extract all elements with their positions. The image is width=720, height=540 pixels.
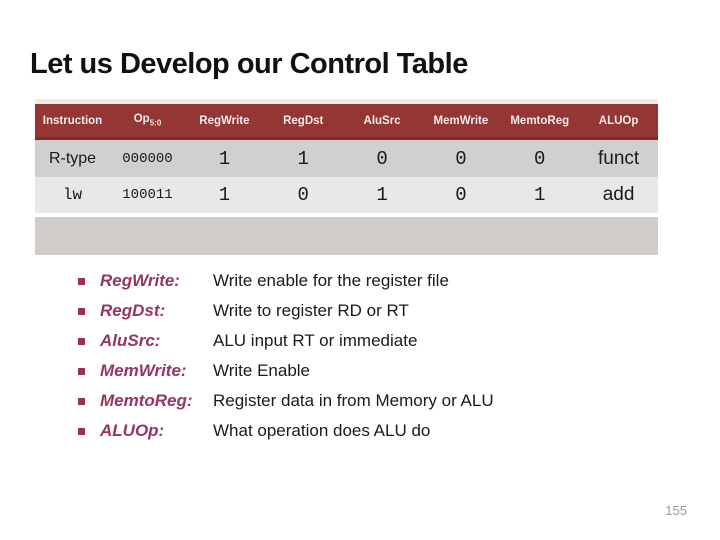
square-bullet-icon [78, 337, 85, 345]
header-instruction: Instruction [42, 114, 103, 127]
rtype-regdst: 1 [297, 147, 309, 170]
table-header-row: Instruction Op5:0 RegWrite RegDst AluSrc… [35, 104, 658, 140]
square-bullet-icon [78, 427, 85, 435]
list-item: RegWrite: Write enable for the register … [78, 266, 494, 296]
header-regwrite: RegWrite [199, 114, 250, 127]
table-row-gap [35, 213, 658, 217]
lw-regwrite: 1 [218, 184, 231, 206]
slide-title: Let us Develop our Control Table [30, 48, 468, 80]
legend-term: MemtoReg: [100, 391, 193, 410]
legend-definition: What operation does ALU do [213, 421, 431, 440]
legend-definition: Register data in from Memory or ALU [213, 391, 494, 410]
table-row-lw: lw 100011 1 0 1 0 1 add [35, 177, 658, 213]
lw-aluop: add [602, 184, 635, 205]
rtype-aluop: funct [597, 147, 640, 169]
lw-memwrite: 0 [455, 184, 467, 206]
legend-definition: Write to register RD or RT [213, 301, 409, 320]
legend-term: RegWrite: [100, 271, 180, 290]
legend-definition: Write enable for the register file [213, 271, 449, 290]
legend-definition: Write Enable [213, 361, 311, 380]
rtype-alusrc: 0 [376, 147, 388, 170]
header-memwrite: MemWrite [433, 114, 489, 127]
header-memtoreg: MemtoReg [510, 114, 570, 127]
square-bullet-icon [78, 307, 85, 315]
lw-opcode: 100011 [122, 187, 173, 203]
rtype-opcode: 000000 [122, 150, 173, 167]
square-bullet-icon [78, 397, 85, 405]
table-top-strip [35, 99, 658, 104]
list-item: ALUOp: What operation does ALU do [78, 416, 494, 446]
square-bullet-icon [78, 277, 85, 285]
header-aluop: ALUOp [598, 114, 639, 127]
lw-instruction: lw [62, 186, 83, 204]
rtype-regwrite: 1 [218, 147, 231, 170]
rtype-memwrite: 0 [455, 147, 467, 170]
list-item: MemWrite: Write Enable [78, 356, 494, 386]
page-number: 155 [665, 503, 687, 518]
legend-term: AluSrc: [100, 331, 161, 350]
list-item: MemtoReg: Register data in from Memory o… [78, 386, 494, 416]
list-item: AluSrc: ALU input RT or immediate [78, 326, 494, 356]
header-opcode: Op5:0 [133, 113, 162, 128]
legend-term: MemWrite: [100, 361, 187, 380]
table-row-rtype: R-type 000000 1 1 0 0 0 funct [35, 140, 658, 177]
lw-memtoreg: 1 [534, 184, 546, 206]
header-regdst: RegDst [283, 114, 324, 127]
square-bullet-icon [78, 367, 85, 375]
legend-definition: ALU input RT or immediate [213, 331, 418, 350]
legend-term: ALUOp: [100, 421, 165, 440]
lw-alusrc: 1 [376, 184, 388, 206]
opcode-subscript: 5:0 [149, 118, 162, 128]
lw-regdst: 0 [297, 184, 309, 206]
signal-legend-list: RegWrite: Write enable for the register … [78, 266, 494, 446]
header-alusrc: AluSrc [363, 114, 401, 127]
table-empty-row [35, 217, 658, 255]
legend-term: RegDst: [100, 301, 166, 320]
control-table: Instruction Op5:0 RegWrite RegDst AluSrc… [35, 99, 658, 255]
rtype-memtoreg: 0 [534, 147, 546, 170]
list-item: RegDst: Write to register RD or RT [78, 296, 494, 326]
rtype-instruction: R-type [48, 149, 97, 167]
